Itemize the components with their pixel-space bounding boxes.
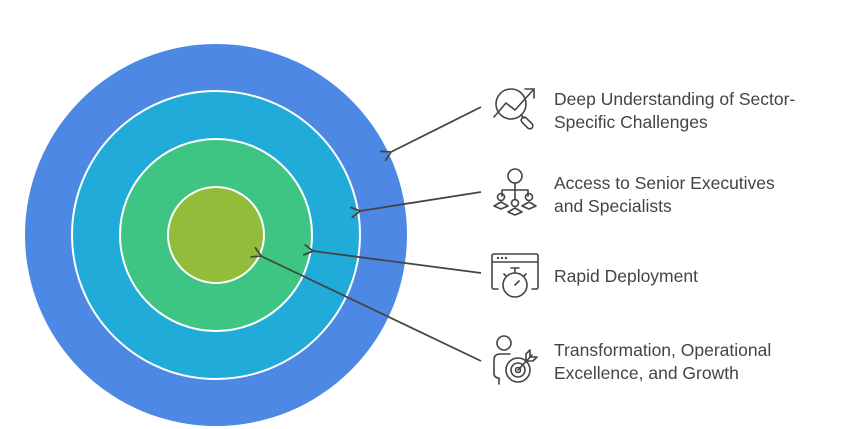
item-label-sector-challenges: Deep Understanding of Sector- Specific C… — [554, 88, 795, 134]
item-label-line: Access to Senior Executives — [554, 173, 775, 193]
item-label-line: Deep Understanding of Sector- — [554, 89, 796, 109]
item-label-transformation: Transformation, Operational Excellence, … — [554, 339, 771, 385]
arrow-to-core-ring — [250, 246, 482, 362]
item-label-line: Transformation, Operational — [554, 340, 772, 360]
item-label-line: and Specialists — [554, 196, 672, 216]
item-label-rapid-deployment: Rapid Deployment — [554, 265, 698, 288]
arrow-to-second-ring — [349, 191, 482, 219]
item-label-line: Specific Challenges — [554, 112, 708, 132]
hierarchy-people-icon — [490, 166, 540, 216]
item-label-line: Rapid Deployment — [554, 266, 698, 286]
item-label-line: Excellence, and Growth — [554, 363, 739, 383]
item-label-senior-executives: Access to Senior Executives and Speciali… — [554, 172, 775, 218]
ring-core — [167, 186, 265, 284]
arrow-to-third-ring — [303, 244, 482, 274]
person-target-icon — [490, 334, 540, 385]
chart-magnifier-icon — [490, 83, 540, 133]
stopwatch-window-icon — [490, 251, 540, 301]
arrow-to-outer-ring — [380, 106, 482, 162]
